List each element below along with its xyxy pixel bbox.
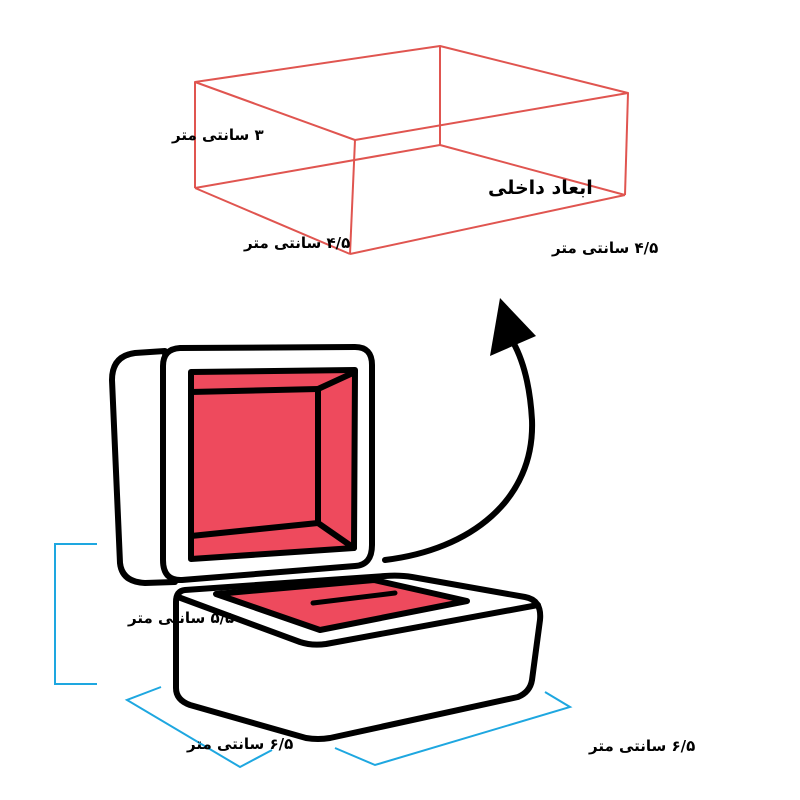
inner-height-label: ۳ سانتی متر bbox=[171, 126, 264, 144]
outer-depth-bracket bbox=[124, 686, 273, 769]
curved-arrow bbox=[382, 298, 536, 563]
ring-box bbox=[109, 344, 544, 742]
base-velvet-cushion bbox=[213, 577, 470, 633]
inner-width-label: ۴/۵ سانتی متر bbox=[551, 239, 658, 257]
wireframe-bottom-left-edge bbox=[194, 187, 351, 255]
base-body bbox=[173, 572, 544, 742]
outer-width-label: ۶/۵ سانتی متر bbox=[588, 737, 695, 755]
arrow-shaft bbox=[382, 339, 536, 563]
wireframe-right-vertical bbox=[624, 92, 629, 196]
inner-dimensions-title: ابعاد داخلی bbox=[488, 177, 593, 199]
wireframe-bottom-right-edge bbox=[349, 194, 626, 255]
wireframe-back-bottom-right bbox=[439, 144, 626, 196]
inner-depth-label: ۴/۵ سانتی متر bbox=[243, 234, 350, 252]
outer-dimension-markers bbox=[54, 543, 573, 769]
lid-inner-top-edge bbox=[188, 386, 321, 395]
outer-depth-label: ۶/۵ سانتی متر bbox=[186, 735, 293, 753]
inner-wireframe-box bbox=[194, 45, 629, 255]
outer-width-bracket bbox=[334, 691, 573, 767]
wireframe-front-vertical bbox=[349, 139, 356, 255]
ring-slot bbox=[310, 590, 398, 606]
arrow-head-icon bbox=[490, 298, 536, 356]
outer-height-label: ۵/۵ سانتی متر bbox=[127, 609, 234, 627]
lid-inner-bottom-edge bbox=[188, 520, 321, 539]
wireframe-back-bottom-left bbox=[194, 144, 441, 189]
lid-inner-corner-top bbox=[315, 369, 358, 392]
outer-height-bracket bbox=[54, 543, 97, 685]
lid-shell bbox=[109, 348, 178, 586]
lid-inner-corner-bottom bbox=[315, 520, 357, 551]
base-top-front-edge bbox=[175, 594, 541, 648]
